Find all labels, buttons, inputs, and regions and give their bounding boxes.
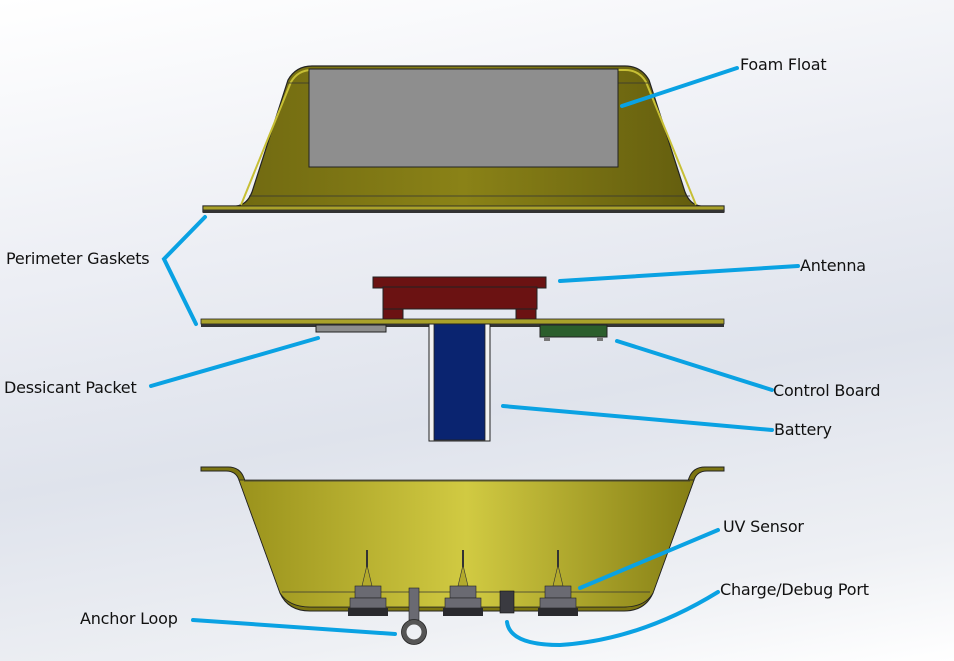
label-battery: Battery <box>774 420 832 439</box>
leader-battery <box>501 404 774 432</box>
uv-sensor-left <box>348 550 388 616</box>
charge-debug-port <box>499 590 515 614</box>
leader-uv-sensor <box>578 528 720 590</box>
antenna <box>372 276 547 321</box>
anchor-loop <box>401 587 427 645</box>
label-control-board: Control Board <box>773 381 881 400</box>
label-anchor-loop: Anchor Loop <box>80 609 178 628</box>
dessicant-packet <box>315 324 387 333</box>
leader-control-board <box>615 339 774 392</box>
foam-float <box>308 68 619 168</box>
control-board <box>539 324 608 341</box>
leader-lines <box>149 66 800 648</box>
leader-anchor-loop <box>191 618 397 636</box>
label-uv-sensor: UV Sensor <box>723 517 804 536</box>
leader-foam-float <box>620 66 739 108</box>
label-antenna: Antenna <box>800 256 866 275</box>
uv-sensor-right <box>538 550 578 616</box>
label-dessicant-packet: Dessicant Packet <box>4 378 137 397</box>
leader-dessicant <box>149 336 320 388</box>
leader-charge-port <box>505 590 720 648</box>
battery <box>428 323 491 442</box>
bottom-shell <box>200 466 725 612</box>
label-foam-float: Foam Float <box>740 55 827 74</box>
leader-perimeter-gaskets <box>161 215 207 326</box>
uv-sensor-middle <box>443 550 483 616</box>
label-perimeter-gaskets: Perimeter Gaskets <box>6 249 150 268</box>
leader-antenna <box>558 264 800 283</box>
label-charge-debug-port: Charge/Debug Port <box>720 580 869 599</box>
